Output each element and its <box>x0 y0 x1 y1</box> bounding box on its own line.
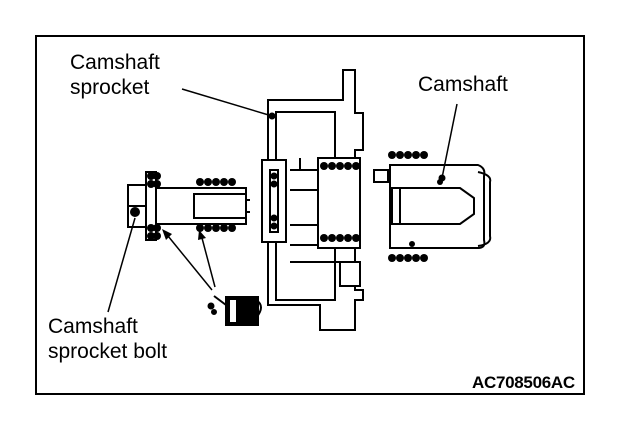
label-camshaft-sprocket: Camshaft sprocket <box>70 50 160 100</box>
leader-dots <box>268 112 446 182</box>
camshaft-sprocket <box>261 69 364 331</box>
label-camshaft-sprocket-line1: Camshaft <box>70 51 160 74</box>
camshaft-sprocket-bolt <box>127 171 250 241</box>
oil-can-icon <box>207 295 262 326</box>
label-camshaft-sprocket-bolt-line2: sprocket bolt <box>48 340 168 363</box>
camshaft <box>373 164 492 249</box>
label-camshaft-sprocket-line2: sprocket <box>70 76 150 99</box>
figure-border <box>35 35 585 395</box>
label-camshaft: Camshaft <box>418 73 508 96</box>
leader-lines <box>107 88 458 313</box>
label-camshaft-sprocket-bolt-line1: Camshaft <box>48 315 138 338</box>
bolt-thread-balls <box>147 172 236 240</box>
label-camshaft-sprocket-bolt: Camshaft sprocket bolt <box>48 314 167 364</box>
leader-arrows <box>162 229 206 240</box>
figure-code: AC708506AC <box>472 373 575 392</box>
camshaft-balls <box>388 151 443 262</box>
hub-balls <box>270 162 360 242</box>
